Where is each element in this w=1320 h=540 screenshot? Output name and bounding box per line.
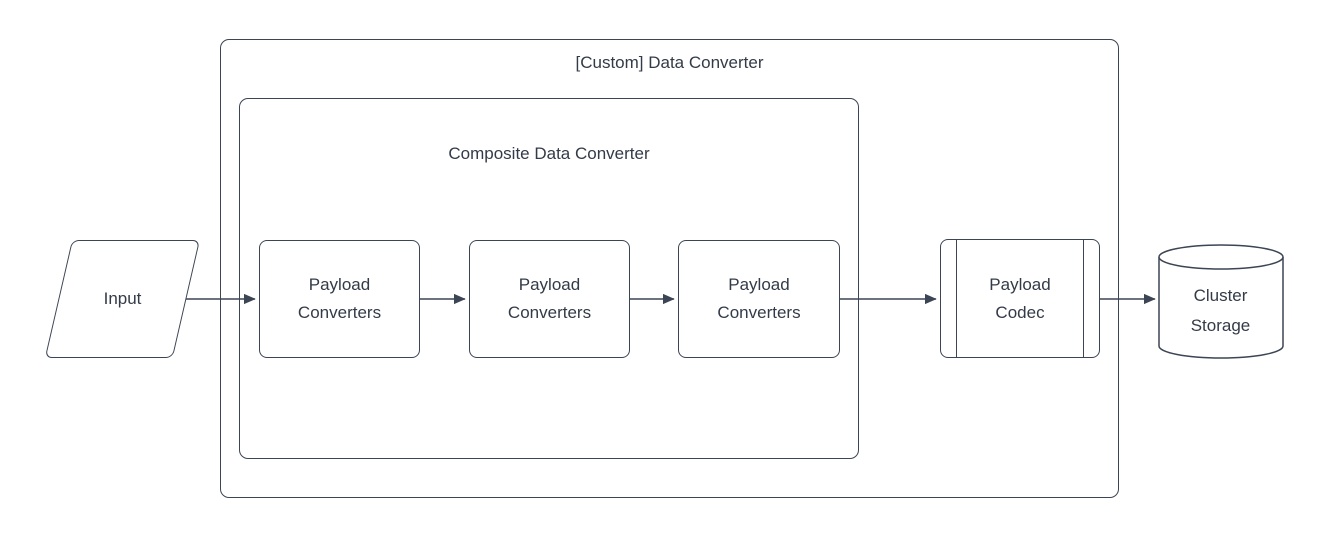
node-payload-converters-3-label: Payload Converters (717, 275, 801, 322)
node-payload-codec: Payload Codec (940, 239, 1100, 358)
node-cluster-storage (1152, 238, 1290, 366)
node-payload-converters-2: Payload Converters (469, 240, 630, 358)
container-composite-data-converter-label: Composite Data Converter (448, 144, 650, 163)
node-payload-converters-3: Payload Converters (678, 240, 840, 358)
codec-right-bar (1083, 240, 1084, 357)
node-payload-converters-1: Payload Converters (259, 240, 420, 358)
node-cluster-storage-label: Cluster Storage (1190, 285, 1251, 335)
cylinder-shape (1158, 244, 1284, 359)
node-input-label: Input (103, 289, 142, 308)
node-payload-converters-1-label: Payload Converters (297, 275, 382, 322)
container-custom-data-converter-label: [Custom] Data Converter (575, 53, 764, 72)
node-payload-converters-2-label: Payload Converters (507, 275, 592, 322)
node-payload-codec-label: Payload Codec (989, 274, 1051, 322)
codec-left-bar (956, 240, 957, 357)
